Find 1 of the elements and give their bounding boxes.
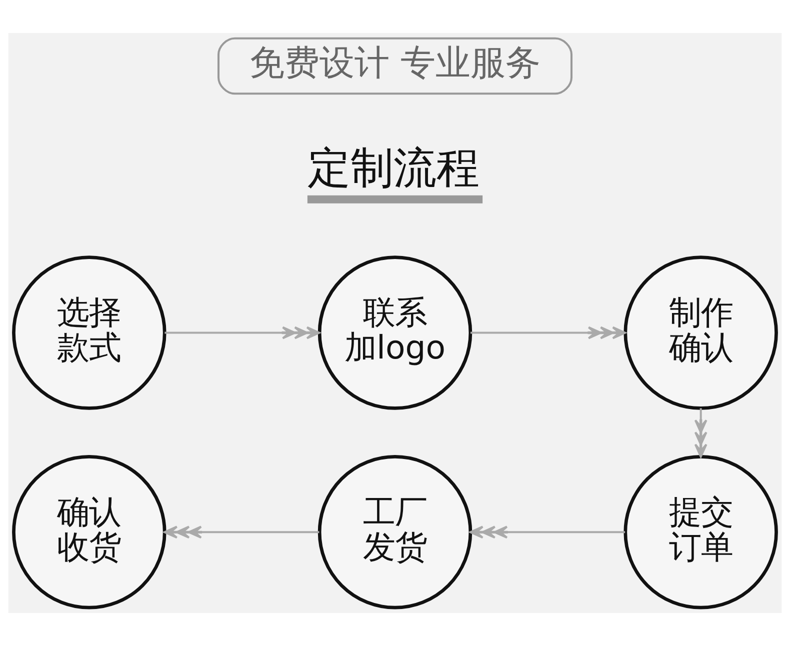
label: 定制流程 <box>307 144 480 194</box>
